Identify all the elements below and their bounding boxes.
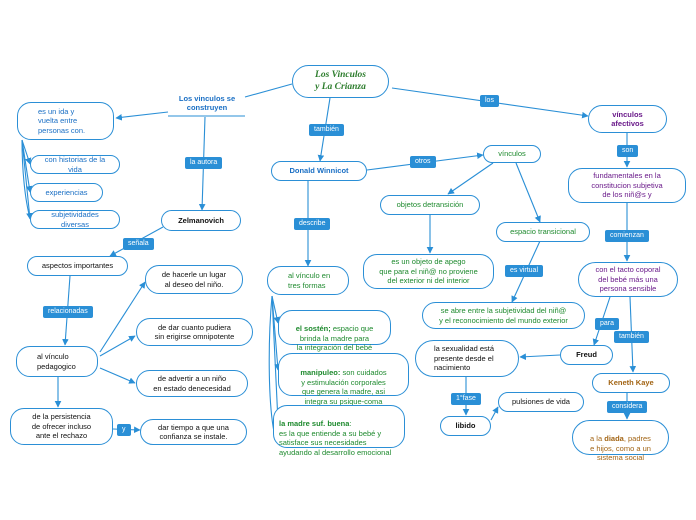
node-subjetividades[interactable]: subjetividades diversas xyxy=(30,210,120,229)
node-manipuleo[interactable]: manipuleo: son cuidados y estimulación c… xyxy=(278,353,409,406)
link-comienzan: comienzan xyxy=(605,230,649,242)
node-espacio[interactable]: espacio transicional xyxy=(496,222,590,242)
link-son: son xyxy=(617,145,639,157)
node-confianza[interactable]: dar tiempo a que una confianza se instal… xyxy=(140,419,247,445)
node-objeto-apego[interactable]: es un objeto de apego que para el niñ@ n… xyxy=(363,254,494,289)
node-sexualidad[interactable]: la sexualidad está presente desde el nac… xyxy=(415,340,519,377)
node-vinculo-pedagogico[interactable]: al vínculo pedagogico xyxy=(16,346,98,377)
link-primera-fase: 1°fase xyxy=(451,393,481,405)
central-topic-line1: Los Vinculos xyxy=(315,69,366,80)
link-relacionadas: relacionadas xyxy=(43,306,93,318)
link-senala: señala xyxy=(123,238,154,250)
node-historias[interactable]: con historias de la vida xyxy=(30,155,120,174)
node-tres-formas[interactable]: al vínculo en tres formas xyxy=(267,266,349,295)
node-afectivos[interactable]: vínculos afectivos xyxy=(588,105,667,133)
manipuleo-term: manipuleo: xyxy=(300,368,341,378)
link-considera: considera xyxy=(607,401,648,413)
node-libido[interactable]: libido xyxy=(440,416,491,436)
node-winnicott[interactable]: Donald Winnicot xyxy=(271,161,367,181)
node-vinculos[interactable]: vínculos xyxy=(483,145,541,163)
sosten-term: el sostén; xyxy=(295,324,331,334)
central-topic[interactable]: Los Vinculos y La Crianza xyxy=(292,65,389,98)
node-pulsiones[interactable]: pulsiones de vida xyxy=(498,392,584,412)
link-tambien-kaye: también xyxy=(614,331,649,343)
node-es-un-ida[interactable]: es un ida y vuelta entre personas con. xyxy=(17,102,114,140)
diada-suffix: , padres e hijos, como a un sistema soci… xyxy=(590,434,651,463)
node-tacto[interactable]: con el tacto coporal del bebé más una pe… xyxy=(578,262,678,297)
node-diada[interactable]: a la diada, padres e hijos, como a un si… xyxy=(572,420,669,462)
node-sosten[interactable]: el sostén; espacio que brinda la madre p… xyxy=(278,310,391,352)
node-zelmanovich[interactable]: Zelmanovich xyxy=(161,210,241,231)
link-describe: describe xyxy=(294,218,331,230)
link-es-virtual: es virtual xyxy=(505,265,544,277)
sosten-desc: espacio que brinda la madre para la inte… xyxy=(296,324,374,353)
diada-prefix: a la xyxy=(590,434,605,444)
node-subjetividad[interactable]: se abre entre la subjetividad del niñ@ y… xyxy=(422,302,585,329)
link-para: para xyxy=(595,318,620,330)
madre-desc: : es la que entiende a su bebé y satisfa… xyxy=(279,419,392,457)
node-persistencia[interactable]: de la persistencia de ofrecer incluso an… xyxy=(10,408,113,445)
node-madre[interactable]: la madre suf. buena: es la que entiende … xyxy=(273,405,405,457)
node-omnipotente[interactable]: de dar cuanto pudiera sin erigirse omnip… xyxy=(136,318,253,346)
node-freud[interactable]: Freud xyxy=(560,345,613,365)
madre-term: la madre suf. buena xyxy=(279,419,350,429)
link-los: los xyxy=(480,95,499,107)
node-kaye[interactable]: Keneth Kaye xyxy=(592,373,670,393)
link-tambien-winnicott: también xyxy=(309,124,344,136)
node-objetos[interactable]: objetos detransición xyxy=(380,195,480,215)
diada-term: diada xyxy=(604,434,624,444)
node-aspectos[interactable]: aspectos importantes xyxy=(27,256,128,276)
node-experiencias[interactable]: experiencias xyxy=(30,183,103,202)
central-topic-line2: y La Crianza xyxy=(315,81,366,92)
link-otros: otros xyxy=(410,156,436,168)
link-la-autora: la autora xyxy=(185,157,223,169)
node-fundamentales[interactable]: fundamentales en la constitucion subjeti… xyxy=(568,168,686,203)
link-y: y xyxy=(117,424,131,436)
manipuleo-desc: son cuidados y estimulación corporales q… xyxy=(301,368,387,406)
link-construyen: Los vinculos se construyen xyxy=(178,93,236,112)
node-lugar[interactable]: de hacerle un lugar al deseo del niño. xyxy=(145,265,243,294)
node-advertir[interactable]: de advertir a un niño en estado denecesi… xyxy=(136,370,248,397)
